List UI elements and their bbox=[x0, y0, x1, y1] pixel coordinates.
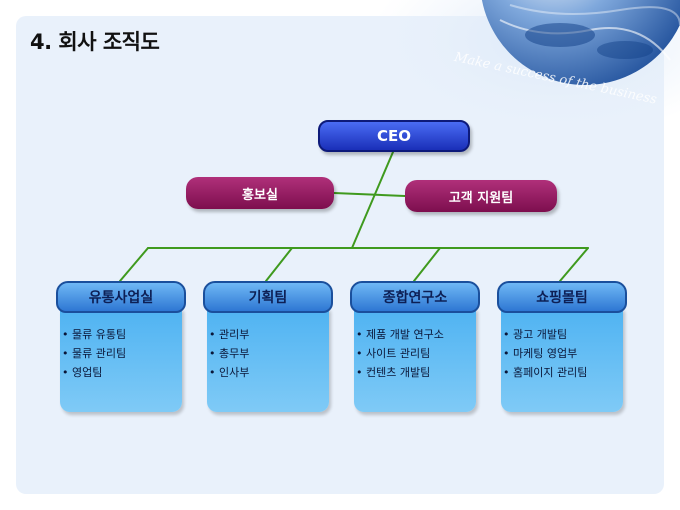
dept-item: 컨텐츠 개발팀 bbox=[356, 363, 480, 382]
staff-node-customer-support: 고객 지원팀 bbox=[405, 180, 557, 212]
dept-item-list: 제품 개발 연구소 사이트 관리팀 컨텐츠 개발팀 bbox=[356, 325, 480, 382]
connector-dept-4 bbox=[559, 247, 589, 282]
connector-staff-branch bbox=[333, 192, 406, 197]
dept-card-shopping-mall: 쇼핑몰팀 광고 개발팀 마케팅 영업부 홈페이지 관리팀 bbox=[497, 281, 627, 417]
dept-card-distribution: 유통사업실 물류 유통팀 물류 관리팀 영업팀 bbox=[56, 281, 186, 417]
dept-item: 사이트 관리팀 bbox=[356, 344, 480, 363]
dept-header: 기획팀 bbox=[203, 281, 333, 313]
dept-header: 유통사업실 bbox=[56, 281, 186, 313]
dept-item-list: 관리부 총무부 인사부 bbox=[209, 325, 333, 382]
connector-ceo-trunk bbox=[351, 151, 394, 249]
dept-header: 쇼핑몰팀 bbox=[497, 281, 627, 313]
connector-dept-1 bbox=[119, 247, 149, 282]
connector-dept-2 bbox=[265, 247, 293, 282]
dept-item: 홈페이지 관리팀 bbox=[503, 363, 627, 382]
dept-item: 제품 개발 연구소 bbox=[356, 325, 480, 344]
dept-item: 마케팅 영업부 bbox=[503, 344, 627, 363]
connector-dept-3 bbox=[413, 247, 441, 282]
dept-card-research: 종합연구소 제품 개발 연구소 사이트 관리팀 컨텐츠 개발팀 bbox=[350, 281, 480, 417]
dept-item: 총무부 bbox=[209, 344, 333, 363]
dept-item-list: 광고 개발팀 마케팅 영업부 홈페이지 관리팀 bbox=[503, 325, 627, 382]
ceo-node: CEO bbox=[318, 120, 470, 152]
dept-item: 인사부 bbox=[209, 363, 333, 382]
staff-node-pr: 홍보실 bbox=[186, 177, 334, 209]
dept-card-planning: 기획팀 관리부 총무부 인사부 bbox=[203, 281, 333, 417]
dept-item: 물류 관리팀 bbox=[62, 344, 186, 363]
dept-item: 영업팀 bbox=[62, 363, 186, 382]
dept-item-list: 물류 유통팀 물류 관리팀 영업팀 bbox=[62, 325, 186, 382]
dept-item: 관리부 bbox=[209, 325, 333, 344]
dept-item: 광고 개발팀 bbox=[503, 325, 627, 344]
dept-header: 종합연구소 bbox=[350, 281, 480, 313]
dept-item: 물류 유통팀 bbox=[62, 325, 186, 344]
page-title: 4. 회사 조직도 bbox=[30, 30, 160, 54]
